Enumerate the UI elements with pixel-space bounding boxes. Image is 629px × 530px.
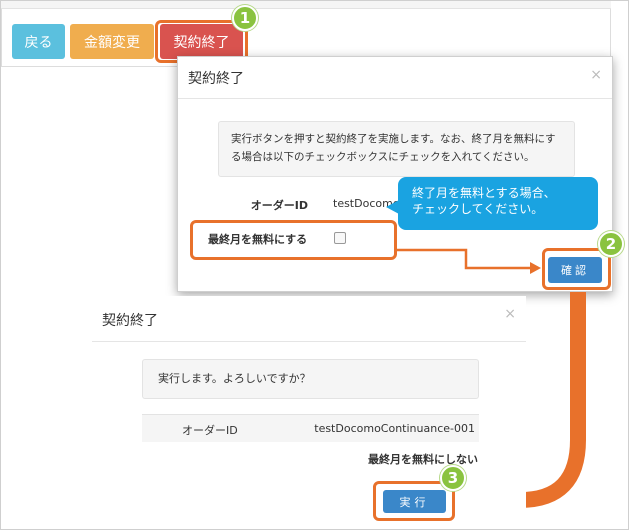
step-badge-3: 3 (440, 465, 466, 491)
order-id-label: オーダーID (250, 199, 308, 212)
back-button[interactable]: 戻る (12, 24, 65, 59)
modal-header: 契約終了 × (92, 296, 526, 342)
step-badge-1: 1 (232, 5, 258, 31)
order-id-value: testDocomoContinuance-001 (314, 422, 475, 435)
tooltip-line-1: 終了月を無料とする場合、 (412, 186, 556, 200)
modal-notice: 実行ボタンを押すと契約終了を実施します。なお、終了月を無料にする場合は以下のチェ… (218, 121, 575, 177)
modal-title: 契約終了 (188, 71, 244, 87)
modal-notice: 実行します。よろしいですか？ (142, 359, 479, 399)
modal-title: 契約終了 (102, 313, 158, 329)
execute-confirm-modal: 契約終了 × 実行します。よろしいですか？ オーダーID testDocomoC… (92, 296, 526, 526)
last-month-free-checkbox[interactable] (334, 232, 346, 244)
confirm-highlight (542, 248, 611, 290)
tooltip-line-2: チェックしてください。 (412, 202, 544, 216)
amount-change-button[interactable]: 金額変更 (70, 24, 154, 59)
execute-button[interactable]: 実行 (383, 490, 446, 513)
tooltip-tail (386, 200, 399, 214)
last-month-row-highlight (190, 220, 397, 260)
close-icon[interactable]: × (590, 67, 602, 83)
last-month-free-label: 最終月を無料にする (208, 233, 308, 246)
step-badge-2: 2 (598, 231, 624, 257)
execute-highlight (373, 481, 455, 521)
order-id-row: オーダーID testDocomoContinuance-001 (142, 414, 479, 442)
order-id-label: オーダーID (182, 424, 238, 437)
modal-header: 契約終了 × (178, 57, 612, 99)
contract-end-button[interactable]: 契約終了 (160, 24, 243, 59)
tooltip-bubble: 終了月を無料とする場合、 チェックしてください。 (398, 177, 598, 230)
confirm-button[interactable]: 確認 (548, 257, 602, 283)
close-icon[interactable]: × (504, 306, 516, 322)
background-tab-strip (1, 1, 611, 9)
last-month-status: 最終月を無料にしない (368, 453, 478, 466)
